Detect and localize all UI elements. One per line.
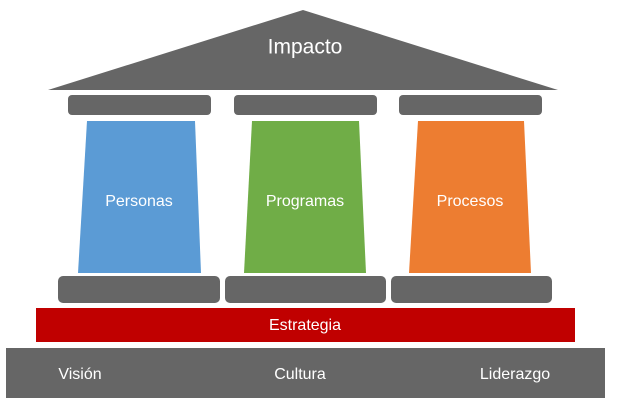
pillar-programas: Programas: [225, 95, 386, 303]
pillar-capital: [234, 95, 377, 115]
strategy-band: Estrategia: [36, 308, 575, 342]
foundation-item-cultura: Cultura: [274, 366, 326, 383]
strategy-bar: [36, 308, 575, 342]
pillar-capital: [68, 95, 211, 115]
pillar-base: [225, 276, 386, 303]
foundation-bar: [6, 348, 605, 398]
roof-triangle: [48, 10, 558, 90]
pillar-label: Programas: [266, 193, 344, 210]
pillar-shaft: [78, 121, 201, 273]
pillar-procesos: Procesos: [391, 95, 552, 303]
pillar-base: [58, 276, 220, 303]
pillar-label: Procesos: [437, 193, 504, 210]
foundation-item-liderazgo: Liderazgo: [480, 366, 550, 383]
pillar-shaft: [409, 121, 531, 273]
foundation-item-vision: Visión: [58, 366, 101, 383]
pillar-label: Personas: [105, 193, 173, 210]
pillar-shaft: [244, 121, 366, 273]
strategy-label: Estrategia: [269, 317, 341, 334]
foundation: Visión Cultura Liderazgo: [6, 348, 605, 398]
roof: Impacto: [48, 10, 558, 90]
pillar-personas: Personas: [58, 95, 220, 303]
pillar-capital: [399, 95, 542, 115]
roof-label: Impacto: [268, 36, 343, 59]
pillar-base: [391, 276, 552, 303]
